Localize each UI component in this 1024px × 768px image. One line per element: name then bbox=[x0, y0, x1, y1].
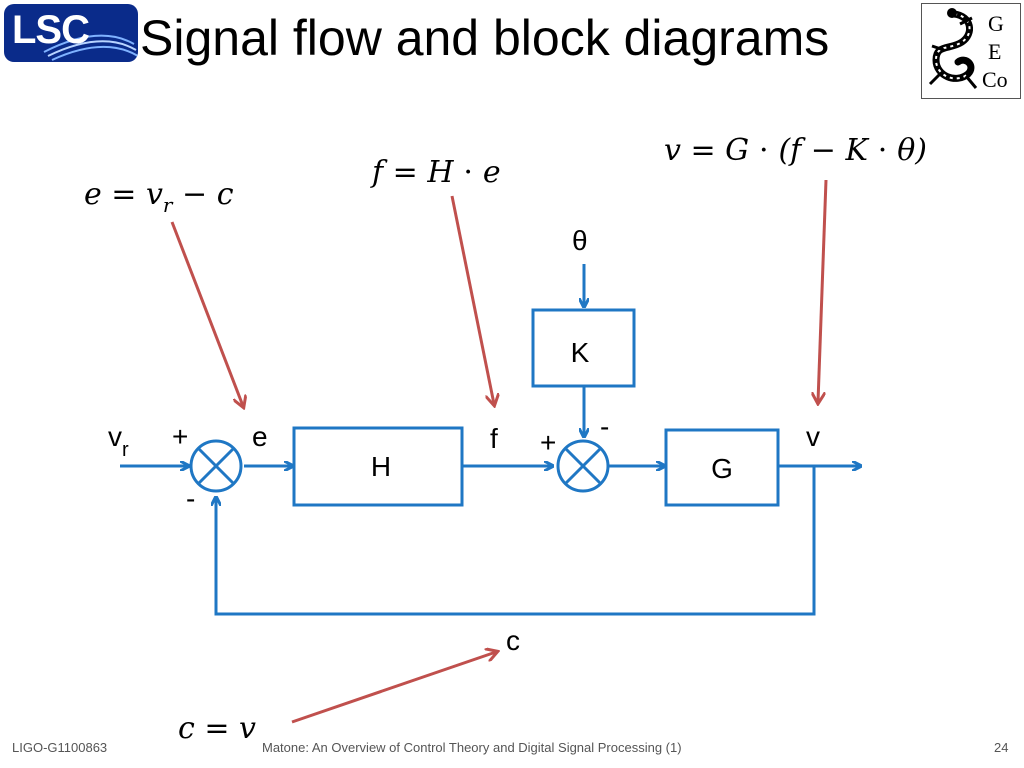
gecko-icon bbox=[928, 8, 978, 89]
signal-f-label: f bbox=[490, 423, 498, 454]
slide-title: Signal flow and block diagrams bbox=[140, 10, 830, 66]
block-k bbox=[531, 308, 636, 388]
summing-junction-1 bbox=[189, 439, 243, 493]
sum2-plus-sign: + bbox=[540, 427, 556, 458]
block-h-label: H bbox=[371, 451, 391, 482]
pointer-arrow-c bbox=[291, 652, 496, 724]
signal-vr-subscript: r bbox=[122, 439, 129, 461]
sum1-plus-sign: + bbox=[172, 421, 188, 452]
lsc-logo-swirl bbox=[43, 34, 138, 61]
signal-c-label: c bbox=[506, 625, 520, 656]
pointer-arrow-f bbox=[450, 195, 494, 404]
geco-letter-e: E bbox=[988, 39, 1002, 64]
equation-f: f = H ⋅ e bbox=[370, 155, 501, 190]
equation-e-right: − c bbox=[172, 177, 233, 212]
signal-v-label: v bbox=[806, 421, 820, 452]
footer-document-id: LIGO-G1100863 bbox=[12, 740, 108, 755]
sum1-minus-sign: - bbox=[186, 483, 195, 514]
signal-theta-label: θ bbox=[572, 225, 588, 256]
equation-e-left: e = v bbox=[84, 177, 163, 212]
equation-v: v = G ⋅ (f − K ⋅ θ) bbox=[664, 133, 927, 168]
block-g-label: G bbox=[711, 453, 733, 484]
signal-vr-main: v bbox=[108, 421, 122, 452]
equation-e: e = vr − c bbox=[84, 177, 234, 217]
signal-e-label: e bbox=[252, 421, 268, 452]
pointer-arrow-e bbox=[170, 221, 243, 406]
block-k-label: K bbox=[571, 337, 590, 368]
footer-presentation-title: Matone: An Overview of Control Theory an… bbox=[262, 740, 682, 755]
pointer-arrow-v bbox=[818, 179, 828, 402]
feedback-path bbox=[216, 466, 816, 616]
sum2-minus-sign: - bbox=[600, 411, 609, 442]
geco-letter-g: G bbox=[988, 11, 1004, 36]
geco-logo: G E Co bbox=[921, 3, 1021, 99]
block-g bbox=[664, 428, 780, 507]
geco-letters-co: Co bbox=[982, 67, 1008, 92]
equation-e-subscript: r bbox=[163, 193, 174, 217]
lsc-logo: LSC bbox=[4, 4, 138, 62]
signal-vr-label: vr bbox=[108, 421, 129, 461]
equation-c: c = v bbox=[178, 711, 256, 746]
summing-junction-2 bbox=[556, 439, 610, 493]
lsc-logo-text: LSC bbox=[12, 8, 90, 52]
block-h bbox=[292, 426, 464, 507]
footer-page-number: 24 bbox=[994, 740, 1009, 755]
